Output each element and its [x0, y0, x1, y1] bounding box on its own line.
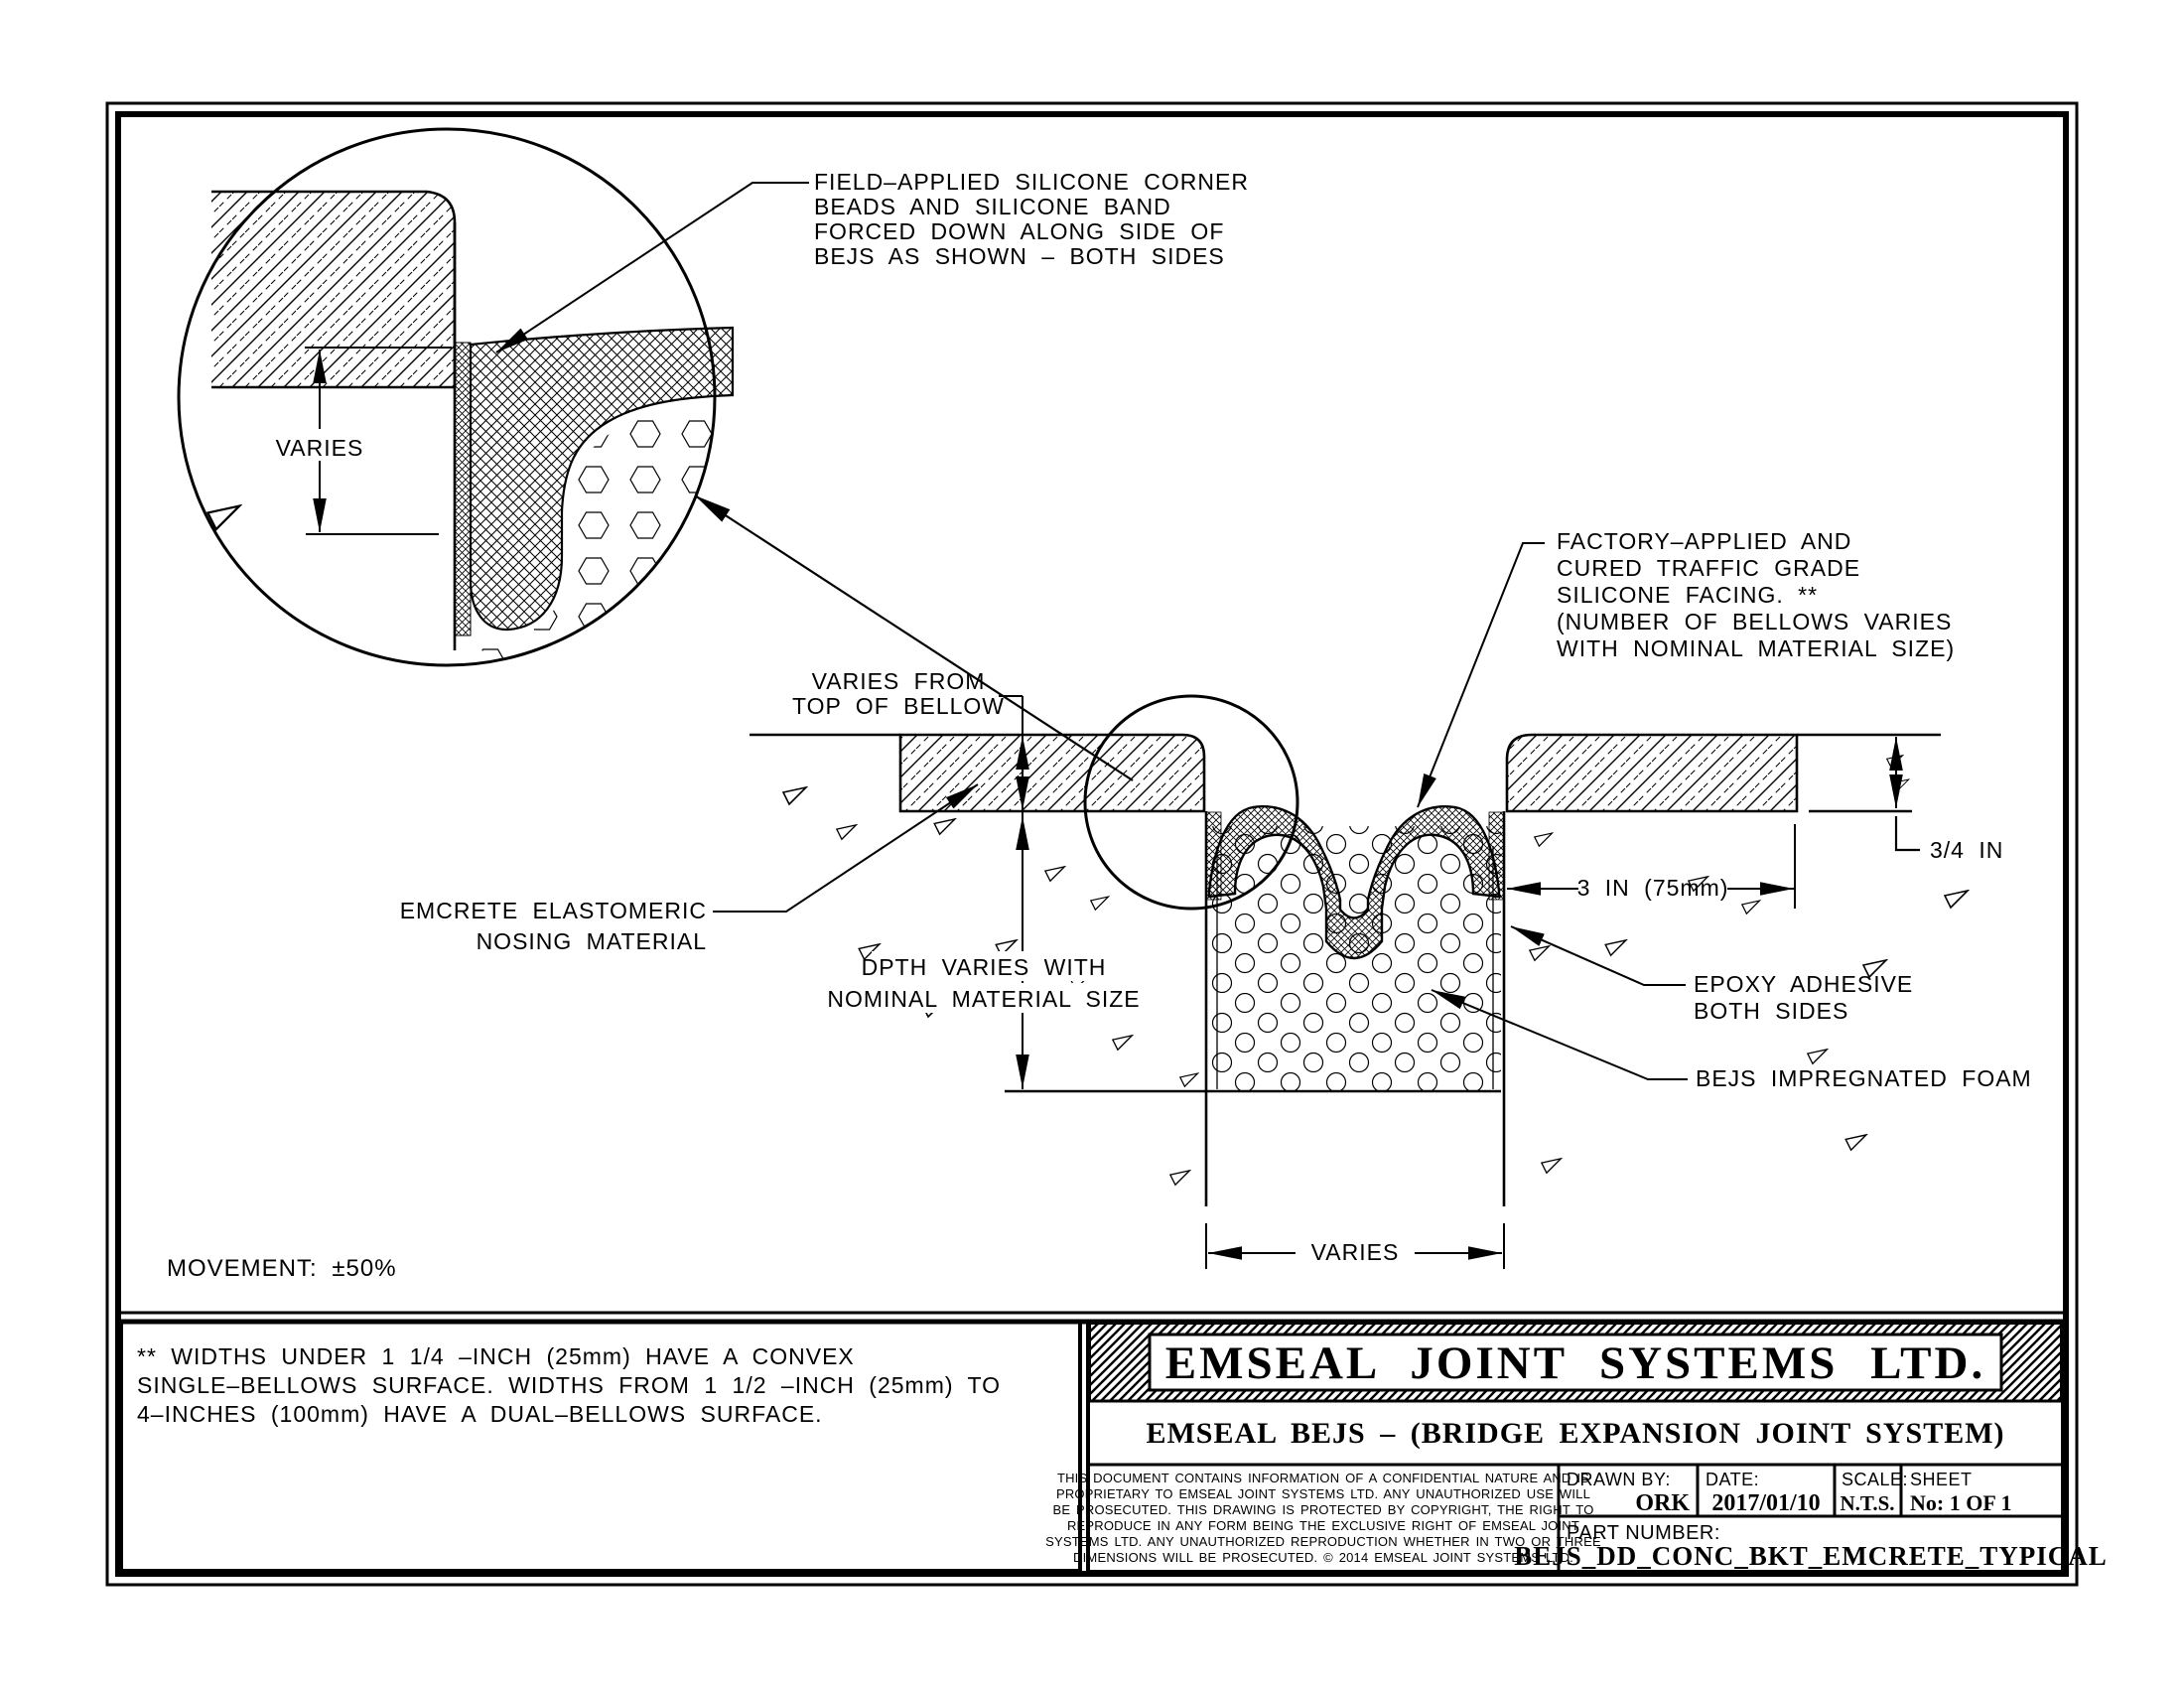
callout-line: EMCRETE ELASTOMERIC: [400, 898, 707, 923]
callout-line: CURED TRAFFIC GRADE: [1557, 555, 1860, 581]
callout-line: BEADS AND SILICONE BAND: [814, 194, 1171, 219]
field-applied-callout: FIELD–APPLIED SILICONE CORNER BEADS AND …: [495, 169, 1249, 353]
legal-line: THIS DOCUMENT CONTAINS INFORMATION OF A …: [1057, 1471, 1589, 1485]
callout-line: WITH NOMINAL MATERIAL SIZE): [1557, 635, 1955, 661]
dimension-label: 3 IN (75mm): [1577, 875, 1729, 901]
legal-text: THIS DOCUMENT CONTAINS INFORMATION OF A …: [1045, 1471, 1601, 1565]
drawn-by-label: DRAWN BY:: [1567, 1470, 1671, 1489]
dimension-label: VARIES: [1311, 1239, 1400, 1265]
three-inch-dimension: 3 IN (75mm): [1507, 824, 1796, 909]
callout-line: TOP OF BELLOW: [792, 693, 1005, 719]
date-label: DATE:: [1706, 1470, 1759, 1489]
detail-corner-bead: [454, 342, 472, 636]
nosing-slab-right: [1505, 733, 1799, 813]
footnote-box: ** WIDTHS UNDER 1 1/4 –INCH (25mm) HAVE …: [119, 1320, 1082, 1573]
callout-line: DPTH VARIES WITH: [862, 954, 1107, 980]
title-block: EMSEAL JOINT SYSTEMS LTD. EMSEAL BEJS – …: [1045, 1320, 2108, 1574]
callout-line: FORCED DOWN ALONG SIDE OF: [814, 218, 1224, 244]
callout-line: NOSING MATERIAL: [477, 928, 707, 954]
detail-source-circle: [1083, 694, 1299, 911]
corner-detail-view: VARIES: [177, 127, 735, 667]
nosing-slab-left: [898, 733, 1206, 813]
part-number-label: PART NUMBER:: [1567, 1522, 1720, 1544]
sheet-label: SHEET: [1910, 1470, 1973, 1489]
detail-nosing-block: [211, 192, 455, 387]
foam-callout: BEJS IMPREGNATED FOAM: [1431, 989, 2032, 1091]
footnote-line: SINGLE–BELLOWS SURFACE. WIDTHS FROM 1 1/…: [137, 1372, 1001, 1398]
scale-value: N.T.S.: [1840, 1491, 1894, 1515]
callout-line: FACTORY–APPLIED AND: [1557, 528, 1851, 554]
detail-impregnated-foam: [477, 400, 735, 661]
date-value: 2017/01/10: [1711, 1490, 1820, 1516]
silicone-facing-bellows: [1207, 804, 1501, 959]
drawn-by-value: ORK: [1635, 1490, 1690, 1516]
company-name: EMSEAL JOINT SYSTEMS LTD.: [1165, 1337, 1985, 1389]
callout-line: BOTH SIDES: [1694, 998, 1848, 1024]
legal-line: PROPRIETARY TO EMSEAL JOINT SYSTEMS LTD.…: [1056, 1486, 1590, 1501]
dpth-callout: DPTH VARIES WITH NOMINAL MATERIAL SIZE: [827, 951, 1140, 1013]
detail-silicone-band: [469, 326, 735, 632]
callout-line: VARIES FROM: [812, 668, 986, 694]
legal-line: SYSTEMS LTD. ANY UNAUTHORIZED REPRODUCTI…: [1045, 1534, 1601, 1549]
detail-reference-leader: [694, 494, 1134, 781]
callout-line: SILICONE FACING. **: [1557, 582, 1818, 608]
footnote-line: ** WIDTHS UNDER 1 1/4 –INCH (25mm) HAVE …: [137, 1343, 855, 1369]
dimension-label: 3/4 IN: [1930, 837, 2003, 863]
footnote-line: 4–INCHES (100mm) HAVE A DUAL–BELLOWS SUR…: [137, 1401, 823, 1427]
emcrete-callout: EMCRETE ELASTOMERIC NOSING MATERIAL: [400, 783, 979, 954]
part-number-value: BEJS_DD_CONC_BKT_EMCRETE_TYPICAL: [1514, 1541, 2108, 1571]
main-section-view: [750, 694, 1969, 1206]
epoxy-callout: EPOXY ADHESIVE BOTH SIDES: [1510, 925, 1913, 1024]
callout-line: NOMINAL MATERIAL SIZE: [827, 986, 1140, 1012]
callout-line: (NUMBER OF BELLOWS VARIES: [1557, 609, 1952, 634]
callout-line: BEJS AS SHOWN – BOTH SIDES: [814, 243, 1225, 269]
varies-from-top-callout: VARIES FROM TOP OF BELLOW: [792, 668, 1005, 719]
callout-line: EPOXY ADHESIVE: [1694, 971, 1913, 997]
legal-line: DIMENSIONS WILL BE PROSECUTED. © 2014 EM…: [1073, 1550, 1573, 1565]
detail-varies-dimension: VARIES: [276, 347, 452, 535]
callout-line: BEJS IMPREGNATED FOAM: [1696, 1065, 2032, 1091]
sheet-value: No: 1 OF 1: [1910, 1490, 2011, 1515]
scale-label: SCALE:: [1842, 1470, 1908, 1489]
legal-line: BE PROSECUTED. THIS DRAWING IS PROTECTED…: [1052, 1502, 1593, 1517]
varies-width-dimension: VARIES: [1205, 1223, 1505, 1269]
detail-bubble-circle: [177, 127, 717, 667]
legal-line: REPRODUCE IN ANY FORM BEING THE EXCLUSIV…: [1067, 1518, 1579, 1533]
factory-applied-callout: FACTORY–APPLIED AND CURED TRAFFIC GRADE …: [1417, 528, 1955, 808]
drawing-title: EMSEAL BEJS – (BRIDGE EXPANSION JOINT SY…: [1146, 1417, 2004, 1450]
depth-dimension: [999, 695, 1029, 1089]
callout-line: FIELD–APPLIED SILICONE CORNER: [814, 169, 1249, 195]
movement-note: MOVEMENT: ±50%: [167, 1255, 397, 1282]
three-quarter-dimension: 3/4 IN: [1889, 737, 2003, 863]
detail-varies-label: VARIES: [276, 435, 364, 461]
